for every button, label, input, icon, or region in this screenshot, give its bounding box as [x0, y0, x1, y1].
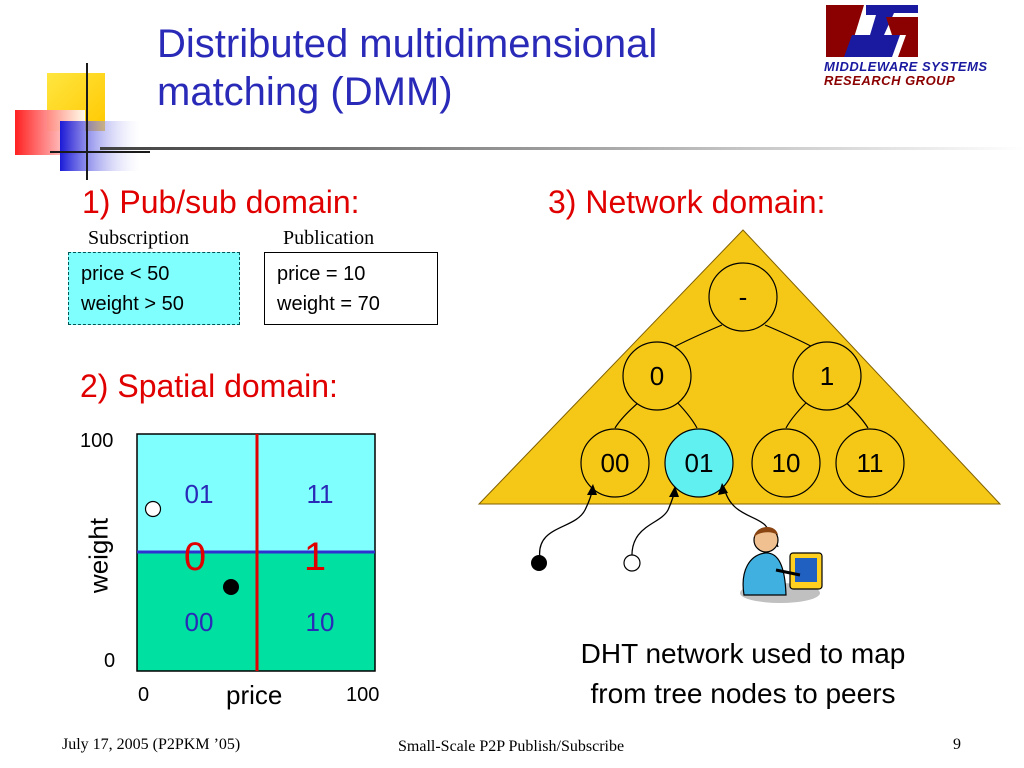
dht-caption: DHT network used to map from tree nodes …	[520, 634, 966, 714]
dht-caption-line-1: DHT network used to map	[580, 638, 906, 669]
publication-weight: weight = 70	[277, 293, 380, 315]
page-title: Distributed multidimensional matching (D…	[157, 20, 657, 116]
network-tree	[477, 229, 1002, 603]
publication-price: price = 10	[277, 263, 366, 285]
x-axis-label: price	[226, 680, 283, 710]
x-min-tick: 0	[138, 684, 150, 706]
title-underline	[100, 147, 1024, 150]
node-0	[622, 341, 692, 411]
half-0-label: 0	[183, 535, 207, 579]
subscription-price: price < 50	[81, 263, 170, 285]
y-min-tick: 0	[104, 650, 116, 672]
y-axis-label: weight	[83, 517, 114, 594]
spatial-points	[144, 500, 239, 595]
node-root	[708, 262, 778, 332]
half-1-label: 1	[303, 535, 327, 579]
node-11	[835, 428, 905, 498]
title-line-1: Distributed multidimensional	[157, 22, 658, 66]
pubsub-heading: 1) Pub/sub domain:	[82, 184, 360, 220]
subscription-point	[144, 500, 162, 518]
quadrant-11-label: 11	[306, 479, 334, 509]
spatial-grid	[136, 433, 376, 672]
node-00	[580, 428, 650, 498]
person-computer-icon	[740, 526, 823, 603]
quadrant-00-label: 00	[184, 607, 214, 637]
logo-line-1: MIDDLEWARE SYSTEMS	[824, 59, 988, 74]
node-01	[664, 428, 734, 498]
subscription-box: price < 50 weight > 50	[68, 252, 240, 325]
y-max-tick: 100	[80, 430, 114, 452]
title-line-2: matching (DMM)	[157, 70, 453, 114]
logo-line-2: RESEARCH GROUP	[824, 73, 956, 88]
quadrant-10-label: 10	[305, 607, 335, 637]
network-heading: 3) Network domain:	[548, 184, 826, 220]
publication-label: Publication	[283, 227, 375, 249]
footer-title: Small-Scale P2P Publish/Subscribe	[398, 738, 625, 755]
publication-point	[223, 579, 239, 595]
footer-date: July 17, 2005 (P2PKM ’05)	[62, 736, 241, 753]
publication-box: price = 10 weight = 70	[264, 252, 438, 325]
dht-caption-line-2: from tree nodes to peers	[590, 678, 896, 709]
slide-number: 9	[953, 736, 961, 753]
subscription-label: Subscription	[88, 227, 190, 249]
logo-text: MIDDLEWARE SYSTEMS RESEARCH GROUP	[824, 60, 988, 88]
node-10	[751, 428, 821, 498]
quadrant-01-label: 01	[184, 479, 214, 509]
x-max-tick: 100	[346, 684, 380, 706]
subscription-weight: weight > 50	[81, 293, 184, 315]
msrg-logo-icon	[826, 5, 918, 57]
decorative-squares	[15, 63, 150, 180]
spatial-heading: 2) Spatial domain:	[80, 368, 338, 404]
peer-subscriber-dot	[531, 555, 547, 571]
node-1	[792, 341, 862, 411]
peer-publisher-dot	[623, 554, 641, 572]
